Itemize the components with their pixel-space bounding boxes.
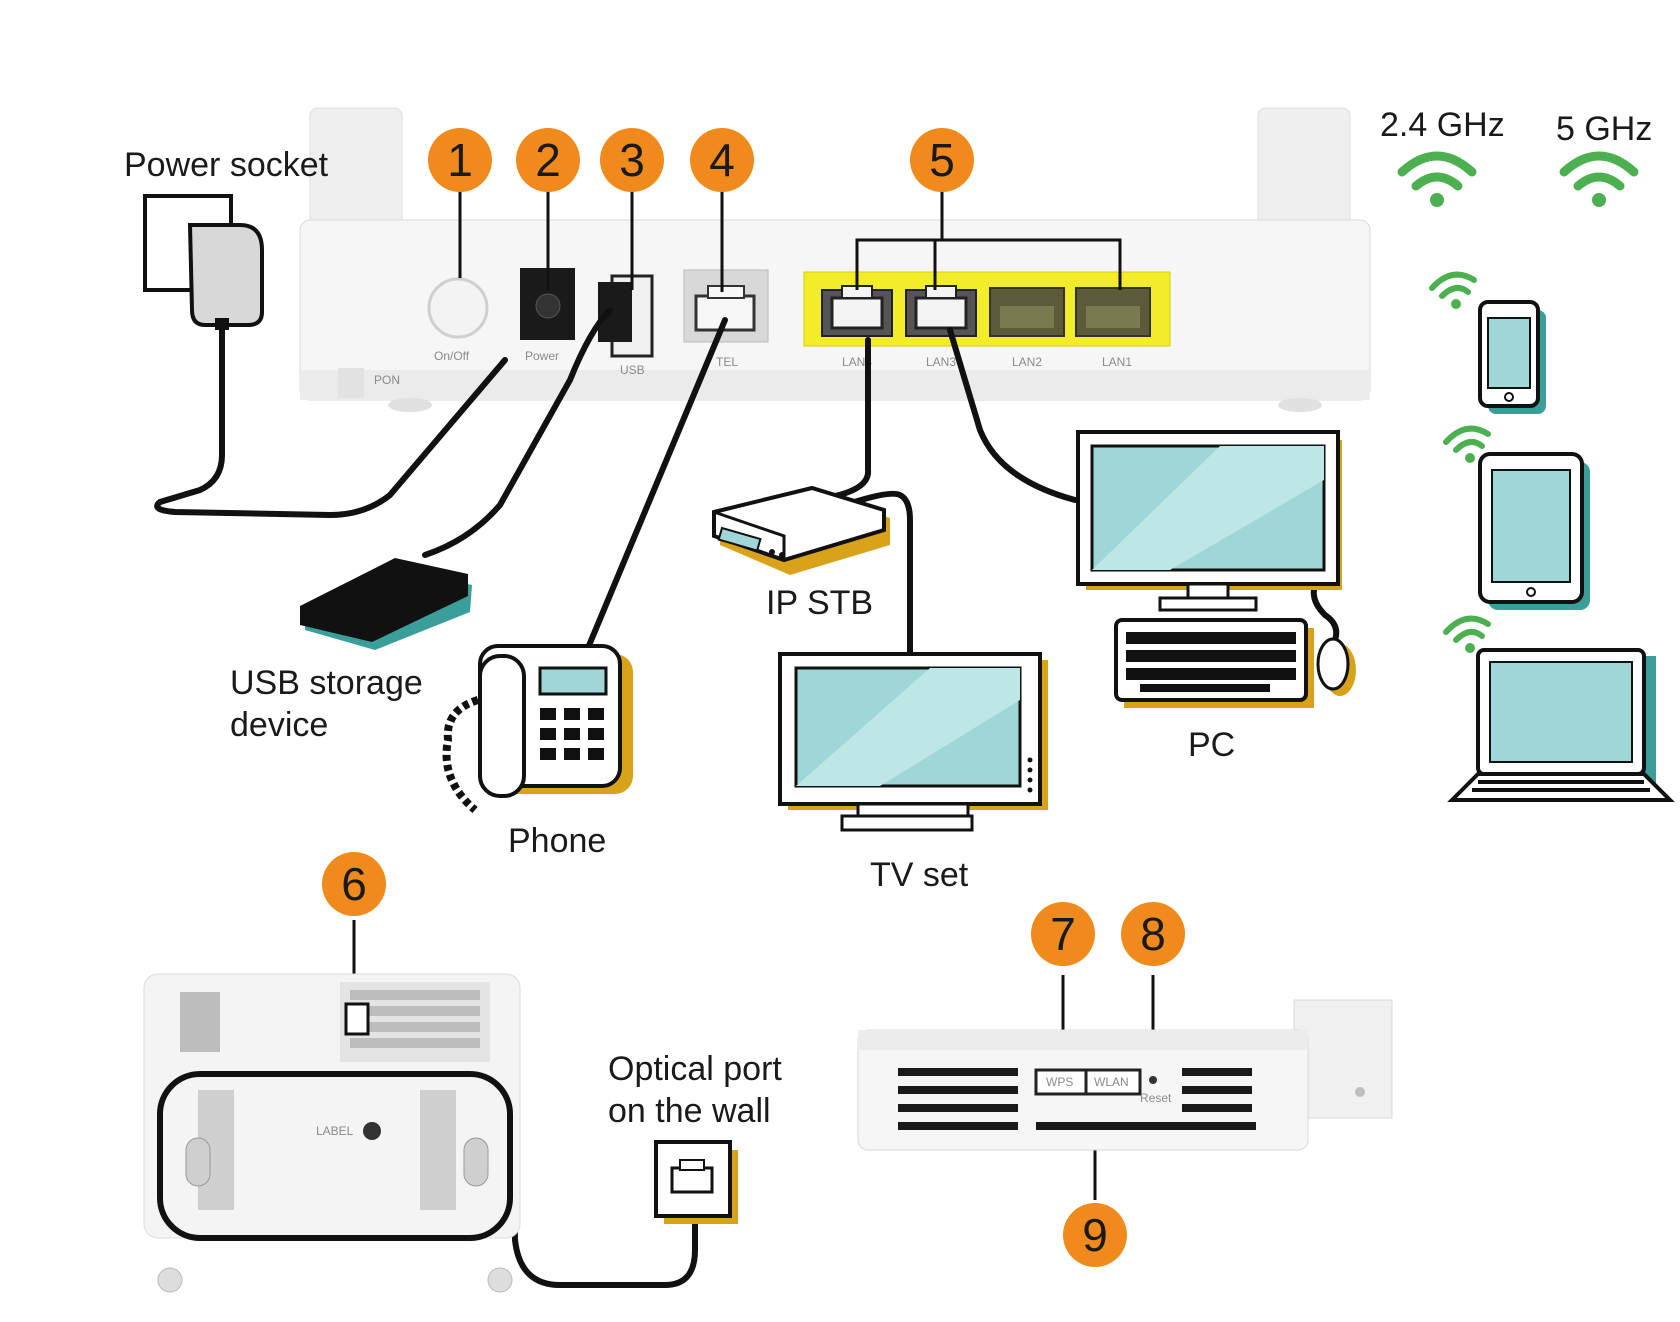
svg-text:5: 5 <box>929 134 955 186</box>
wifi-24ghz-label: 2.4 GHz <box>1380 106 1505 144</box>
usb-label: USB <box>620 363 645 377</box>
reset-label: Reset <box>1140 1091 1172 1105</box>
pc-device <box>1076 430 1356 708</box>
power-socket <box>143 194 264 330</box>
wps-label: WPS <box>1046 1075 1073 1089</box>
tablet-device <box>1478 452 1590 610</box>
badge-1: 1 <box>428 128 492 192</box>
usb-storage-label-line2: device <box>230 706 328 744</box>
reset-button <box>1149 1076 1157 1084</box>
ip-stb-label: IP STB <box>766 584 873 622</box>
badge-8: 8 <box>1121 902 1185 966</box>
lan4-label: LAN4 <box>842 355 872 369</box>
usb-storage-label-line1: USB storage <box>230 664 423 702</box>
phone-label: Phone <box>508 822 606 860</box>
phone-device <box>442 644 633 814</box>
tv-set <box>778 652 1048 832</box>
usb-storage-device <box>300 558 472 650</box>
lan3-port <box>905 285 977 337</box>
wps-button <box>1034 1068 1088 1096</box>
tel-label: TEL <box>716 355 738 369</box>
smartphone-device <box>1478 300 1546 414</box>
svg-text:4: 4 <box>709 134 735 186</box>
on-off-button <box>427 277 489 339</box>
svg-text:9: 9 <box>1082 1209 1108 1261</box>
svg-text:1: 1 <box>447 134 473 186</box>
router-bottom-view: LABEL <box>143 973 521 1293</box>
power-label: Power <box>525 349 559 363</box>
badge-9: 9 <box>1063 1203 1127 1267</box>
lan2-label: LAN2 <box>1012 355 1042 369</box>
wlan-label: WLAN <box>1094 1075 1129 1089</box>
router-back-panel: PON On/Off Power USB TEL <box>299 107 1371 412</box>
label-sticker-text: LABEL <box>316 1124 354 1138</box>
power-socket-label: Power socket <box>124 146 329 184</box>
router-side-view: WPS WLAN Reset <box>857 999 1393 1151</box>
ip-stb-device <box>712 485 890 575</box>
svg-text:7: 7 <box>1050 908 1076 960</box>
badge-2: 2 <box>516 128 580 192</box>
badge-7: 7 <box>1031 902 1095 966</box>
optical-port-label-line1: Optical port <box>608 1050 782 1088</box>
svg-text:6: 6 <box>341 858 367 910</box>
lan3-label: LAN3 <box>926 355 956 369</box>
wlan-button <box>1084 1068 1142 1096</box>
lan4-port <box>821 285 893 337</box>
tv-set-label: TV set <box>870 856 969 894</box>
pon-label: PON <box>374 373 400 387</box>
optical-wall-port <box>654 1140 738 1224</box>
badge-4: 4 <box>690 128 754 192</box>
svg-text:3: 3 <box>619 134 645 186</box>
wifi-small-icon <box>1429 271 1491 643</box>
svg-text:2: 2 <box>535 134 561 186</box>
laptop-device <box>1447 648 1675 802</box>
lan2-port <box>989 287 1065 337</box>
wifi-5ghz-icon <box>1559 151 1639 207</box>
badge-3: 3 <box>600 128 664 192</box>
wifi-5ghz-label: 5 GHz <box>1556 110 1652 148</box>
cables <box>154 307 1340 1288</box>
onoff-label: On/Off <box>434 349 470 363</box>
lan1-port <box>1075 287 1151 337</box>
svg-text:8: 8 <box>1140 908 1166 960</box>
lan1-label: LAN1 <box>1102 355 1132 369</box>
wifi-24ghz-icon <box>1397 151 1477 207</box>
badge-5: 5 <box>910 128 974 192</box>
pc-label: PC <box>1188 726 1235 764</box>
optical-port-label-line2: on the wall <box>608 1092 771 1130</box>
badge-6: 6 <box>322 852 386 916</box>
